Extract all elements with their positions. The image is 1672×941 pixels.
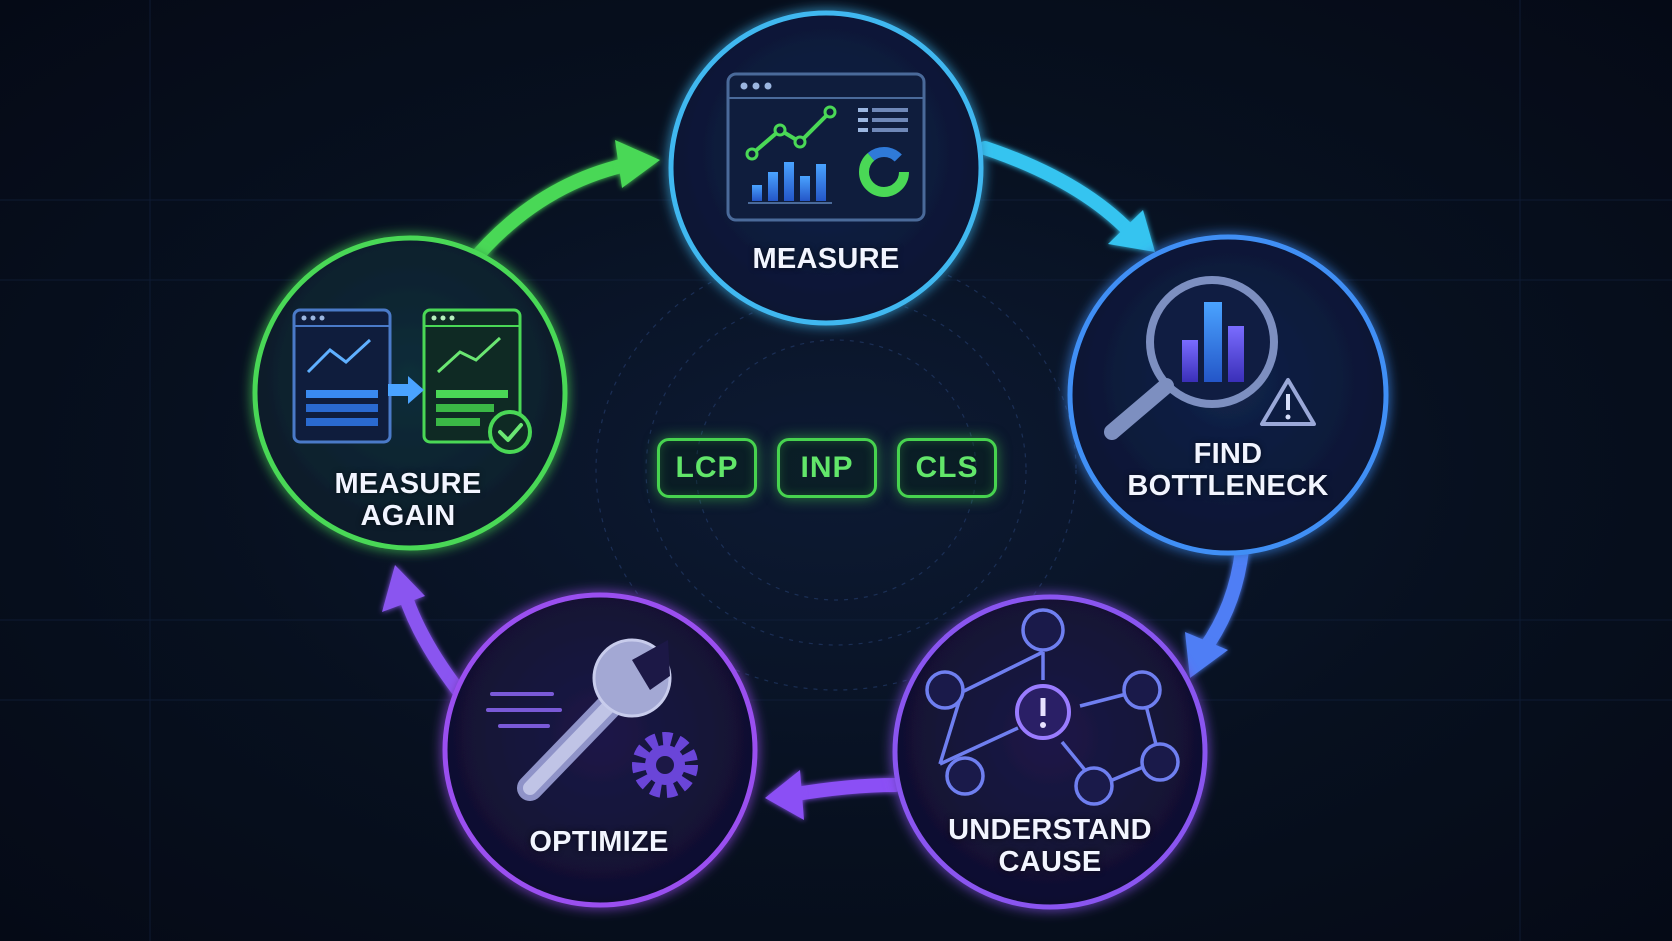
dashboard-chart-icon [726,72,926,222]
arrow-find-to-understand [1193,543,1249,662]
arrowhead-find [1108,210,1155,252]
step-label-measure-again: MEASURE AGAIN [308,468,508,532]
understand-line2: CAUSE [998,846,1102,878]
find-line2: BOTTLENECK [1127,470,1329,502]
step-measure [668,10,984,326]
arrow-understand-to-optimize [783,778,902,802]
before-after-dashboards-icon [292,308,532,454]
step-label-optimize: OPTIMIZE [529,826,669,858]
metric-badge-lcp: LCP [657,438,757,498]
arrowhead-understand [1185,632,1228,678]
cycle-arrows [398,141,1249,802]
again-line2: AGAIN [360,500,456,532]
arrowhead-optimize [765,770,804,820]
magnifier-chart-warning-icon [1104,276,1316,440]
step-understand-cause [892,594,1208,910]
arrow-measure-to-find [978,141,1137,239]
arrow-heads [382,140,1228,820]
step-measure-again [252,235,568,551]
find-line1: FIND [1193,438,1263,470]
metric-badge-cls: CLS [897,438,997,498]
wrench-gear-icon [486,638,698,801]
arrow-optimize-to-again [398,588,465,697]
step-label-understand-cause: UNDERSTAND CAUSE [930,814,1170,878]
dependency-graph-icon [925,608,1180,806]
step-label-find-bottleneck: FIND BOTTLENECK [1108,438,1348,502]
arrowhead-measure [615,140,660,188]
metric-badge-inp: INP [777,438,877,498]
arrow-again-to-measure [471,158,632,262]
understand-line1: UNDERSTAND [948,814,1152,846]
step-label-measure: MEASURE [752,243,900,275]
again-line1: MEASURE [334,468,482,500]
step-optimize [442,592,758,908]
arrowhead-again [382,565,425,612]
step-find-bottleneck [1067,234,1389,556]
